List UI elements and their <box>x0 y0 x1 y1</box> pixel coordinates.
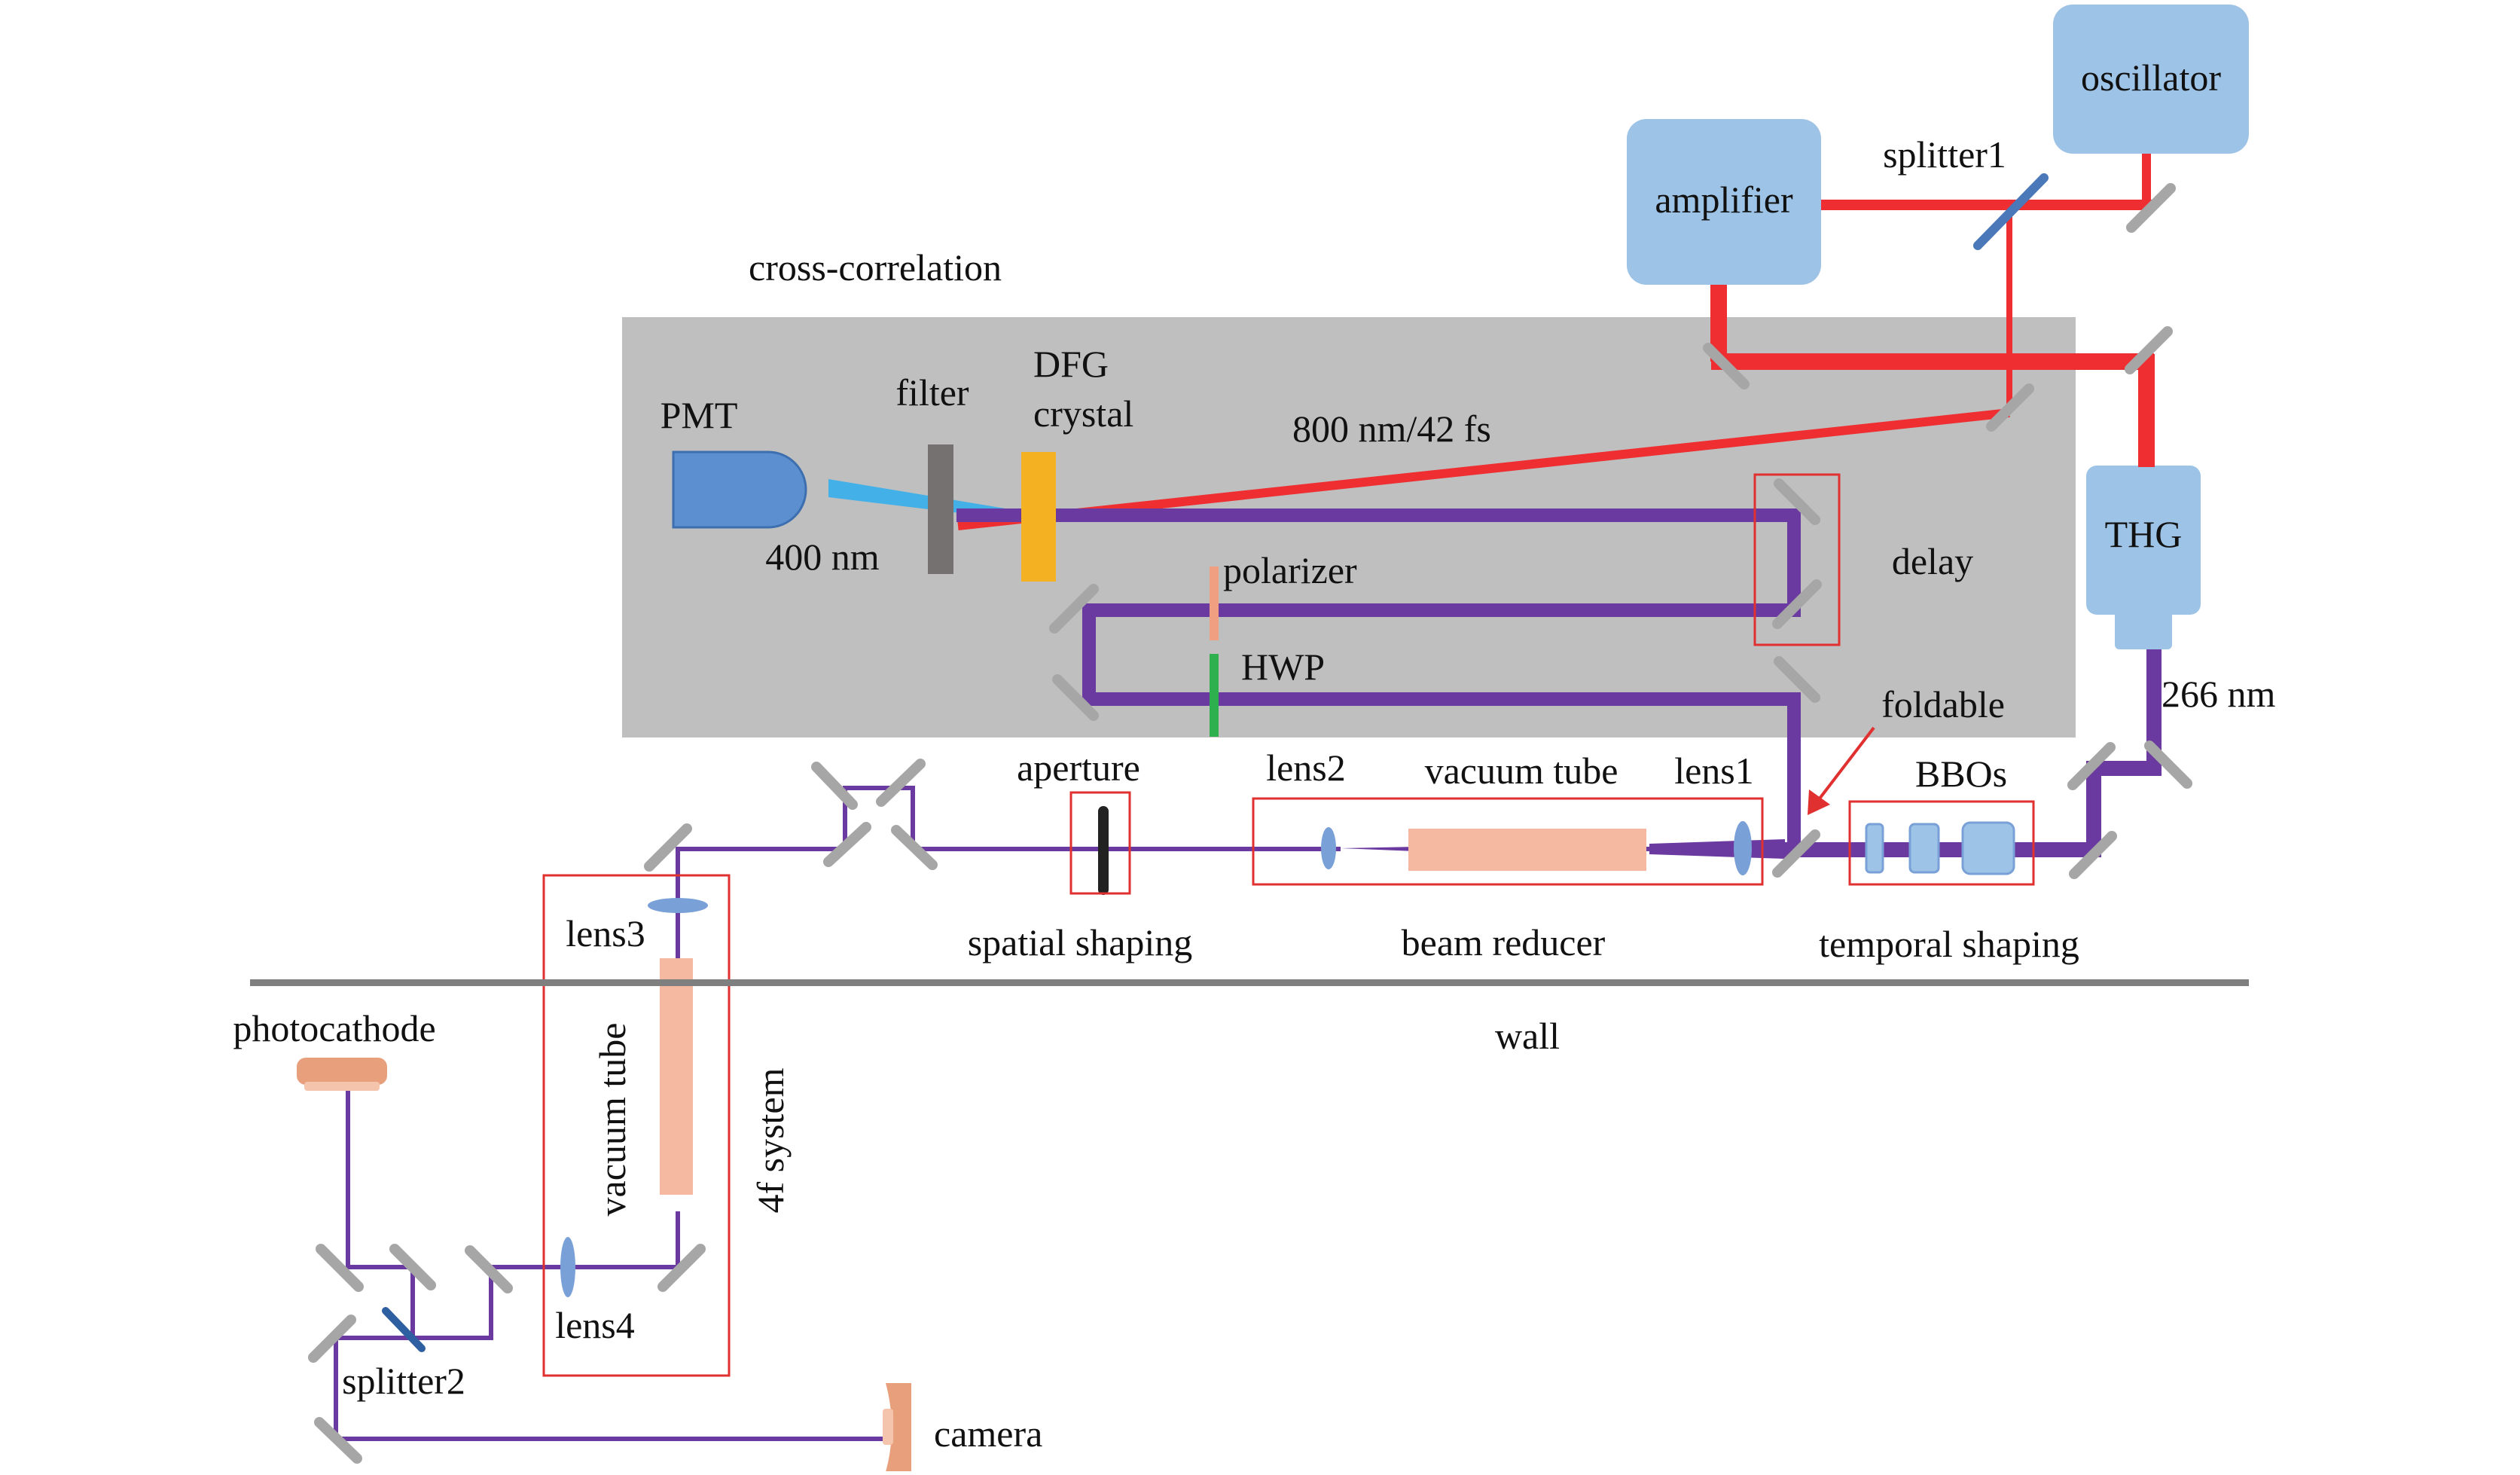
label-800nm: 800 nm/42 fs <box>1292 408 1491 450</box>
beam-reducer-beam-2 <box>1341 847 1416 851</box>
label-pmt: PMT <box>661 394 738 436</box>
delay-frame <box>1753 473 1841 646</box>
label-wall: wall <box>1495 1015 1560 1057</box>
label-400nm: 400 nm <box>765 536 880 578</box>
filter-element <box>928 444 953 574</box>
label-4f-system: 4f system <box>749 1067 792 1213</box>
label-spatial-shaping: spatial shaping <box>968 921 1193 963</box>
beam-reducer-frame <box>1252 797 1764 886</box>
label-lens4: lens4 <box>555 1304 635 1346</box>
oscillator-box <box>2053 5 2249 154</box>
camera-element <box>883 1383 911 1472</box>
photocathode-element <box>297 1058 387 1091</box>
thg-box <box>2086 466 2201 649</box>
label-oscillator: oscillator <box>2081 56 2221 99</box>
label-aperture: aperture <box>1017 747 1140 789</box>
cross-correlation-panel <box>622 317 2076 738</box>
label-photocathode: photocathode <box>233 1007 435 1049</box>
mirrors <box>308 183 2192 1464</box>
wall-line <box>250 979 2249 986</box>
splitter2 <box>382 1307 426 1352</box>
label-polarizer: polarizer <box>1223 549 1357 591</box>
label-hwp: HWP <box>1241 646 1325 688</box>
vacuum-tube-vertical <box>660 958 693 1195</box>
label-filter: filter <box>895 371 969 414</box>
lens4-element <box>560 1237 575 1297</box>
label-dfg: DFG <box>1033 343 1109 385</box>
hwp-element <box>1210 654 1219 737</box>
aperture-frame <box>1069 791 1131 895</box>
label-camera: camera <box>934 1412 1042 1455</box>
splitter1 <box>1973 173 2049 250</box>
foldable-arrow <box>1808 726 1875 815</box>
label-cross-correlation: cross-correlation <box>749 246 1002 289</box>
label-amplifier: amplifier <box>1655 179 1793 221</box>
vacuum-tube-horizontal <box>1408 829 1646 871</box>
red-frames <box>542 473 2035 1377</box>
red-beams <box>957 154 2155 530</box>
lens2-element <box>1321 827 1336 869</box>
dfg-crystal-element <box>1021 452 1056 582</box>
four-f-system-frame <box>542 874 731 1377</box>
label-splitter1: splitter1 <box>1883 133 2006 176</box>
label-vacuum-tube-h: vacuum tube <box>1425 750 1618 792</box>
aperture-element <box>1098 806 1109 895</box>
beam-reducer-beam <box>1649 839 1785 859</box>
label-dfg-crystal: crystal <box>1033 392 1133 435</box>
bbos-frame <box>1848 800 2035 886</box>
label-thg: THG <box>2105 513 2183 555</box>
label-delay: delay <box>1892 540 1973 582</box>
bbos-elements <box>1865 821 2015 875</box>
label-lens1: lens1 <box>1674 750 1754 792</box>
label-lens2: lens2 <box>1266 747 1346 789</box>
label-foldable: foldable <box>1881 683 2005 725</box>
label-temporal-shaping: temporal shaping <box>1819 923 2079 965</box>
polarizer-element <box>1210 566 1219 640</box>
label-bbos: BBOs <box>1915 753 2007 795</box>
amplifier-box <box>1627 119 1821 285</box>
label-266nm: 266 nm <box>2162 673 2276 715</box>
pmt-detector <box>672 450 807 529</box>
label-splitter2: splitter2 <box>342 1360 465 1402</box>
label-vacuum-tube-v: vacuum tube <box>591 1023 633 1217</box>
label-beam-reducer: beam reducer <box>1402 921 1606 963</box>
lens1-element <box>1734 821 1752 875</box>
label-lens3: lens3 <box>566 912 645 954</box>
lens3-element <box>648 898 708 913</box>
purple-beams-thin <box>334 786 1649 1441</box>
